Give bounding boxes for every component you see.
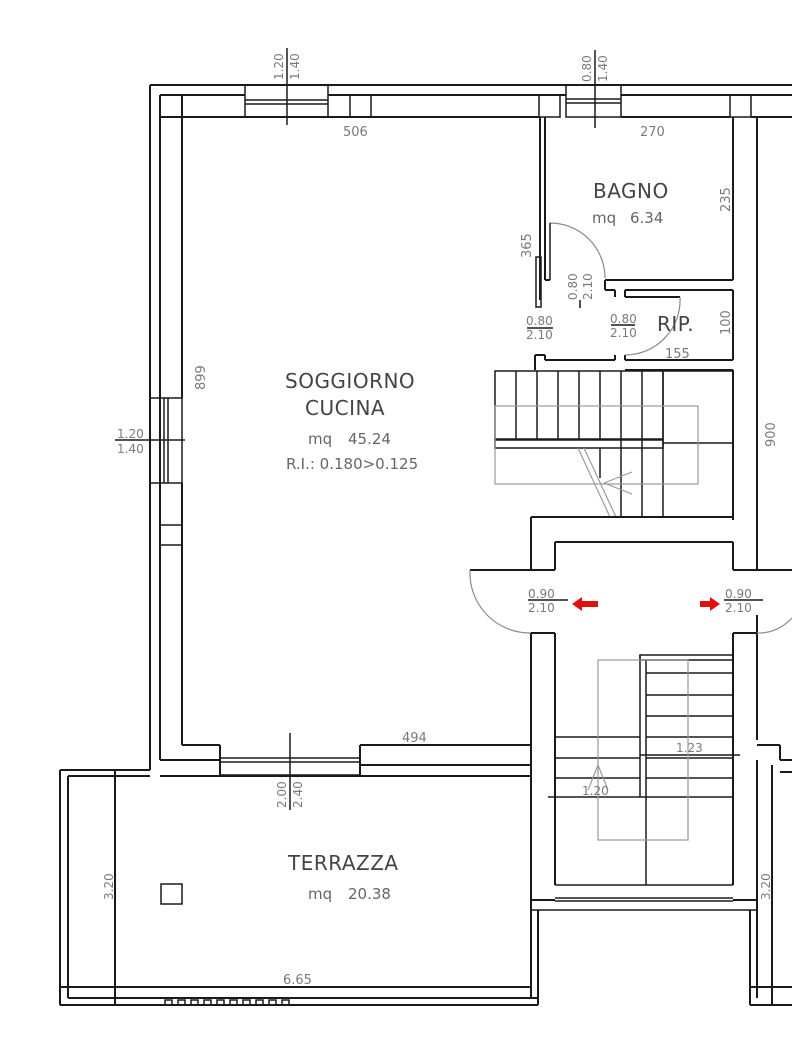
- staircase-upper: [494, 370, 733, 570]
- window-top-bagno-height: 1.40: [596, 55, 610, 82]
- door-bagno-height: 2.10: [581, 273, 595, 300]
- dim-soggiorno-bottom: 494: [402, 731, 427, 746]
- dim-stair-left: 1.20: [582, 784, 609, 798]
- window-top-left-width: 1.20: [272, 53, 286, 80]
- room-name-soggiorno: SOGGIORNO: [285, 369, 415, 393]
- door-entry-left-width: 0.90: [528, 587, 555, 601]
- door-rip-height: 2.10: [610, 326, 637, 340]
- staircase-lower: [531, 654, 792, 911]
- window-left-width: 1.20: [117, 427, 144, 441]
- door-entry-left-height: 2.10: [528, 601, 555, 615]
- entry-landing: [469, 541, 792, 910]
- door-corridor-width: 0.80: [526, 314, 553, 328]
- column-icon: [160, 883, 183, 905]
- door-entry-right-width: 0.90: [725, 587, 752, 601]
- dim-bagno-width: 270: [640, 125, 665, 140]
- dim-terrazza-depth-right: 3.20: [759, 873, 773, 900]
- area-value-terrazza: 20.38: [348, 885, 391, 903]
- area-value-soggiorno: 45.24: [348, 430, 391, 448]
- exterior-walls: [149, 84, 792, 776]
- dimension-lines: [115, 48, 763, 810]
- railing: [164, 999, 290, 1005]
- room-name-rip: RIP.: [657, 312, 694, 336]
- entry-arrow-right-icon: [700, 597, 720, 611]
- dim-terrazza-depth-left: 3.20: [102, 873, 116, 900]
- door-entry-right-height: 2.10: [725, 601, 752, 615]
- window-top-left-height: 1.40: [288, 53, 302, 80]
- door-rip-width: 0.80: [610, 312, 637, 326]
- room-name-terrazza: TERRAZZA: [287, 851, 399, 875]
- dim-soggiorno-height: 899: [194, 365, 209, 390]
- terrace-walls: [59, 765, 792, 1006]
- room-name-cucina: CUCINA: [305, 396, 385, 420]
- area-label: mq: [308, 885, 332, 903]
- dim-corridor: 365: [520, 233, 535, 258]
- dim-bagno-height: 235: [719, 187, 734, 212]
- door-bagno-width: 0.80: [566, 273, 580, 300]
- dim-rip-height: 100: [719, 310, 734, 335]
- door-terrazza-width: 2.00: [275, 781, 289, 808]
- dim-terrazza-width: 6.65: [283, 973, 312, 988]
- area-label: mq: [308, 430, 332, 448]
- door-swing-bagno: [549, 222, 606, 279]
- area-label: mq: [592, 209, 616, 227]
- interior-walls: [534, 117, 758, 740]
- door-corridor-height: 2.10: [526, 328, 553, 342]
- dim-stair-height: 900: [764, 422, 779, 447]
- window-left-height: 1.40: [117, 442, 144, 456]
- dim-soggiorno-top: 506: [343, 125, 368, 140]
- entry-arrow-left-icon: [572, 597, 598, 611]
- window-top-bagno-width: 0.80: [580, 55, 594, 82]
- dim-rip-width: 155: [665, 347, 690, 362]
- area-value-bagno: 6.34: [630, 209, 663, 227]
- door-terrazza-height: 2.40: [291, 781, 305, 808]
- room-name-bagno: BAGNO: [593, 179, 669, 203]
- door-swing-rip: [624, 296, 681, 356]
- ri-value: R.I.: 0.180>0.125: [286, 455, 418, 473]
- dim-stair-right: 1.23: [676, 741, 703, 755]
